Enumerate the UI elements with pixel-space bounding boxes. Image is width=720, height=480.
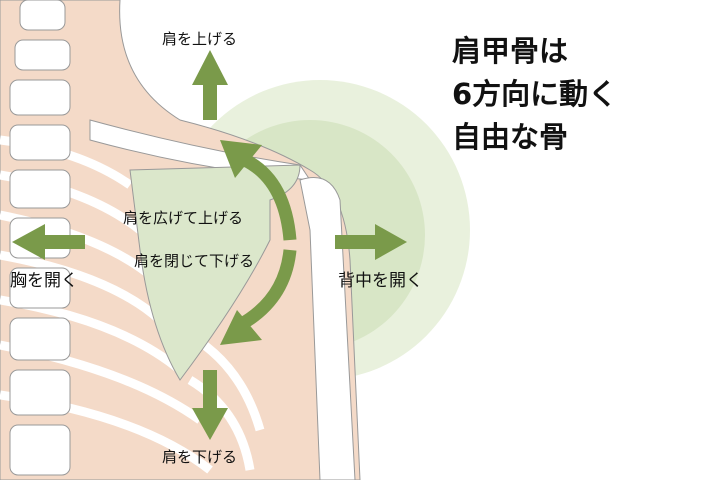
scapula xyxy=(129,164,301,381)
arrow-down-icon xyxy=(192,370,228,440)
label-lower-close: 肩を閉じて下げる xyxy=(134,252,255,270)
diagram-title: 肩甲骨は 6方向に動く 自由な骨 xyxy=(452,30,617,159)
title-line: 6方向に動く xyxy=(452,77,618,111)
label-open-chest: 胸を開く xyxy=(10,271,78,291)
arc-down-icon xyxy=(236,249,297,331)
arrows xyxy=(12,50,407,440)
humerus xyxy=(299,177,356,480)
arrow-left-icon xyxy=(12,224,85,260)
title-line: 肩甲骨は xyxy=(452,34,569,68)
arc-up-icon xyxy=(241,154,297,241)
label-open-back: 背中を開く xyxy=(338,271,423,291)
label-raise-shoulder: 肩を上げる xyxy=(162,30,238,48)
arrow-right-icon xyxy=(335,224,407,260)
arrow-up-icon xyxy=(192,50,228,120)
label-raise-wide: 肩を広げて上げる xyxy=(123,209,244,227)
title-line: 自由な骨 xyxy=(452,120,569,154)
label-lower-shoulder: 肩を下げる xyxy=(162,448,238,466)
